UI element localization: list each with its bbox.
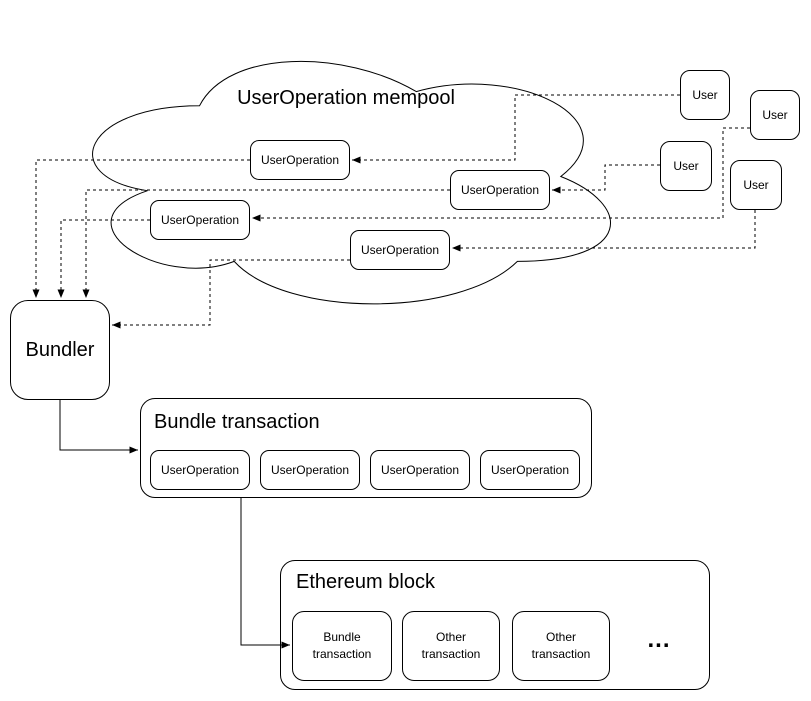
bundle-userop-1-label: UserOperation — [160, 463, 240, 477]
user-3: User — [660, 141, 712, 191]
user-4-label: User — [743, 178, 769, 192]
connector-userop3-to-bundler — [57, 219, 150, 298]
mempool-userop-4: UserOperation — [350, 230, 450, 270]
eth-bundle-transaction-label: Bundle transaction — [312, 630, 372, 661]
mempool-userop-1-label: UserOperation — [260, 153, 340, 167]
user-1: User — [680, 70, 730, 120]
eth-other-transaction-1: Other transaction — [402, 611, 500, 681]
eth-other-transaction-2: Other transaction — [512, 611, 610, 681]
mempool-title: UserOperation mempool — [237, 87, 455, 109]
bundle-userop-3: UserOperation — [370, 450, 470, 490]
mempool-userop-4-label: UserOperation — [360, 243, 440, 257]
bundle-userop-2-label: UserOperation — [270, 463, 350, 477]
bundle-userop-1: UserOperation — [150, 450, 250, 490]
user-2: User — [750, 90, 800, 140]
bundle-userop-4-label: UserOperation — [490, 463, 570, 477]
bundler: Bundler — [10, 300, 110, 400]
bundler-label: Bundler — [25, 338, 95, 361]
bundle-userop-2: UserOperation — [260, 450, 360, 490]
user-2-label: User — [762, 108, 788, 122]
connector-user4-to-userop4 — [452, 210, 756, 252]
eth-other-transaction-1-label: Other transaction — [421, 630, 481, 661]
mempool-userop-3: UserOperation — [150, 200, 250, 240]
connector-user3-to-userop2 — [552, 164, 660, 194]
mempool-userop-1: UserOperation — [250, 140, 350, 180]
connector-bundler-to-bundle-transaction — [59, 400, 138, 454]
ethereum-block-title: Ethereum block — [296, 571, 435, 593]
eth-other-transaction-2-label: Other transaction — [531, 630, 591, 661]
mempool-userop-2: UserOperation — [450, 170, 550, 210]
bundle-transaction-title: Bundle transaction — [154, 411, 320, 433]
bundle-userop-4: UserOperation — [480, 450, 580, 490]
mempool-userop-3-label: UserOperation — [160, 213, 240, 227]
user-1-label: User — [692, 88, 718, 102]
user-3-label: User — [673, 159, 699, 173]
connector-userop4-to-bundler — [112, 259, 350, 329]
user-4: User — [730, 160, 782, 210]
bundle-userop-3-label: UserOperation — [380, 463, 460, 477]
eth-more-transactions-ellipsis: ... — [647, 626, 671, 653]
mempool-userop-2-label: UserOperation — [460, 183, 540, 197]
eth-bundle-transaction: Bundle transaction — [292, 611, 392, 681]
